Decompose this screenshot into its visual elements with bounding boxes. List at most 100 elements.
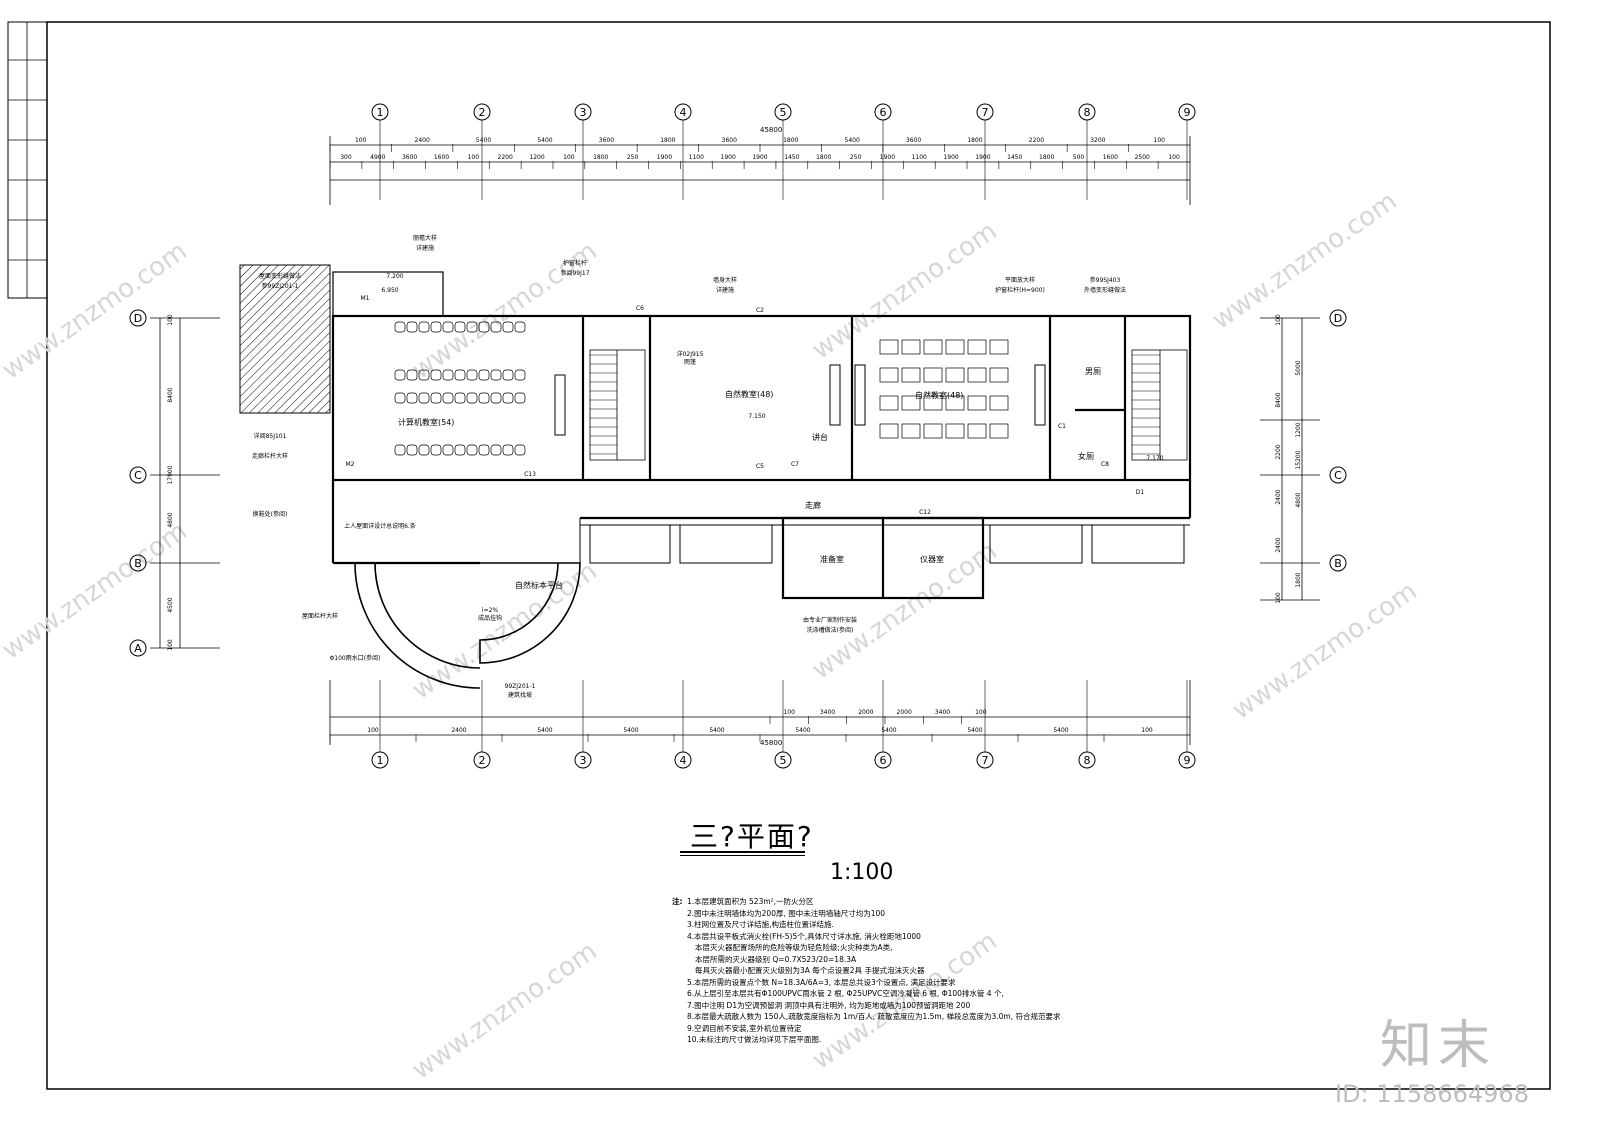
plan-scale: 1:100: [830, 860, 894, 885]
computer-desk: [406, 444, 418, 456]
axis-label: 6: [880, 754, 887, 767]
computer-desk: [514, 321, 526, 333]
notes-label: 注:: [672, 897, 683, 906]
annotation-label: D1: [1136, 489, 1145, 496]
axis-label: 8: [1084, 754, 1091, 767]
dimension-text: 2200: [498, 154, 513, 161]
computer-desk: [394, 321, 406, 333]
watermark-text: www.znzmo.com: [407, 936, 603, 1086]
dimension-text: 5400: [537, 137, 552, 144]
annotation-label: 7.170: [1146, 455, 1163, 462]
dimension-text: 1900: [657, 154, 672, 161]
computer-desk: [394, 369, 406, 381]
blackboards: [554, 364, 1046, 436]
dimension-text: 1600: [1103, 154, 1118, 161]
dimension-text: 100: [1168, 154, 1180, 161]
lab-desk: [923, 395, 943, 411]
annotation-label: C8: [1101, 461, 1109, 468]
computer-desk: [466, 369, 478, 381]
dimension-text: 100: [367, 727, 379, 734]
dimension-text: 2200: [1275, 444, 1282, 459]
computer-desk: [478, 369, 490, 381]
axis-label: B: [1334, 557, 1342, 570]
annotation-label: i=2%: [482, 607, 499, 614]
dimension-text: 4500: [167, 597, 174, 612]
lab-desk: [989, 339, 1009, 355]
room-instrument: 仪器室: [920, 554, 944, 564]
annotation-label: Φ100雨水口(参阅): [330, 654, 381, 662]
axis-label: D: [1334, 312, 1342, 325]
axis-label: 3: [580, 754, 587, 767]
axis-label: C: [134, 469, 142, 482]
axis-label: 1: [377, 106, 384, 119]
computer-desk: [418, 321, 430, 333]
building-walls: [331, 271, 1192, 565]
total-dimension-top: 45800: [760, 126, 782, 134]
dimension-text: 100: [1154, 137, 1166, 144]
room-prep: 准备室: [820, 554, 844, 564]
computer-desk: [418, 444, 430, 456]
title-underline-thin: [680, 855, 805, 856]
annotation-label: C5: [756, 463, 764, 470]
computer-desk: [430, 321, 442, 333]
axis-bubble: [1329, 554, 1347, 572]
note-line: 本层所需的灭火器级别 Q=0.7X523/20=18.3A: [695, 954, 857, 964]
dimension-text: 5400: [709, 727, 724, 734]
dimension-text: 3200: [1090, 137, 1105, 144]
annotation-label: 平面放大样: [1005, 276, 1035, 284]
dimension-text: 100: [167, 639, 174, 651]
annotation-label: C6: [636, 305, 644, 312]
dimension-text: 1800: [967, 137, 982, 144]
annotation-label: 详建施: [416, 244, 434, 252]
dimension-text: 8400: [167, 387, 174, 402]
watermark-text: www.znzmo.com: [807, 216, 1003, 366]
lab-desk: [901, 395, 921, 411]
dimension-text: 17900: [167, 465, 174, 484]
annotation-label: 外墙变形缝做法: [1084, 286, 1126, 294]
computer-desk: [418, 392, 430, 404]
dimension-text: 1800: [660, 137, 675, 144]
computer-desk: [442, 369, 454, 381]
note-line: 10.未标注的尺寸做法均详见下层平面图.: [687, 1035, 822, 1044]
note-line: 8.本层最大疏散人数为 150人,疏散宽度指标为 1m/百人, 疏散宽度应为1.…: [687, 1012, 1061, 1021]
lab-desk: [989, 395, 1009, 411]
image-id-watermark: ID: 1158664968: [1335, 1080, 1529, 1108]
axis-label: 9: [1184, 754, 1191, 767]
dimension-text: 100: [167, 314, 174, 326]
dimension-text: 1200: [1295, 422, 1302, 437]
annotation-label: 7.200: [386, 273, 403, 280]
computer-desk: [502, 444, 514, 456]
dimension-text: 1900: [721, 154, 736, 161]
dimension-text: 5400: [795, 727, 810, 734]
lab-rooms-block: [781, 516, 985, 600]
stair-right: [1131, 349, 1188, 461]
room-platform: 讲台: [812, 432, 828, 442]
axis-label: 4: [680, 754, 687, 767]
dimension-text: 500: [1073, 154, 1085, 161]
watermark-text: www.znzmo.com: [0, 516, 193, 666]
axis-label: 9: [1184, 106, 1191, 119]
lab-desk: [923, 367, 943, 383]
dimension-text: 1800: [1039, 154, 1054, 161]
hatched-roof-area: [239, 264, 331, 414]
room-corridor: 走廊: [805, 500, 821, 510]
annotation-label: 详阅85J101: [254, 432, 287, 440]
computer-desk: [394, 444, 406, 456]
annotation-label: C2: [756, 307, 764, 314]
dimension-text: 15200: [1295, 450, 1302, 469]
annotation-labels: 丽檐大样详建施屋面变形缝做法参99ZJ201-1护窗栏杆参阅99J17墙身大样详…: [252, 234, 1164, 699]
lab-desk: [923, 339, 943, 355]
computer-desk: [442, 321, 454, 333]
dimension-text: 2400: [1275, 537, 1282, 552]
watermark-text: www.znzmo.com: [0, 236, 193, 386]
annotation-label: 99ZJ201-1: [505, 683, 536, 690]
axis-label: 7: [982, 106, 989, 119]
lab-desk: [967, 367, 987, 383]
computer-desk: [502, 321, 514, 333]
computer-desk: [406, 321, 418, 333]
dimension-text: 300: [340, 154, 352, 161]
dimension-text: 1450: [784, 154, 799, 161]
